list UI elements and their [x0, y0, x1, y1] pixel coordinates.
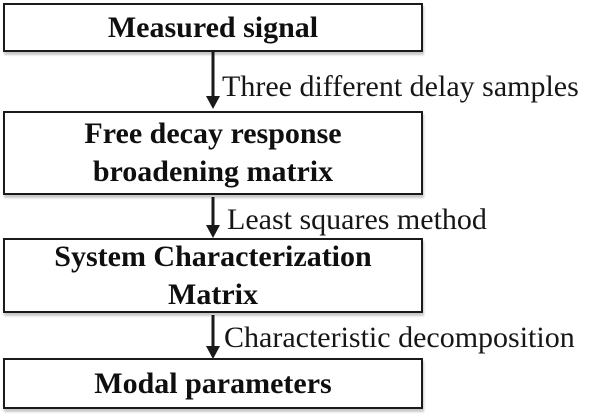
- flow-box-measured-signal: Measured signal: [3, 3, 423, 52]
- arrow-label-delay-samples: Three different delay samples: [222, 70, 579, 103]
- arrow-label-characteristic-decomposition: Characteristic decomposition: [224, 321, 575, 354]
- down-arrow-3: [206, 315, 220, 359]
- flow-box-system-characterization: System Characterization Matrix: [3, 238, 423, 313]
- arrow-label-least-squares: Least squares method: [227, 203, 487, 236]
- flow-box-label: Measured signal: [107, 10, 319, 44]
- down-arrow-1: [206, 52, 220, 109]
- arrow-head-icon: [206, 96, 220, 109]
- flow-box-label: Matrix: [168, 277, 258, 311]
- flow-box-free-decay-response: Free decay response broadening matrix: [3, 111, 423, 195]
- arrow-stem: [211, 52, 215, 100]
- arrow-stem: [211, 197, 215, 229]
- flow-box-label: broadening matrix: [92, 155, 334, 188]
- arrow-stem: [211, 315, 215, 350]
- flow-box-label: System Characterization: [54, 239, 372, 273]
- flow-box-label: Free decay response: [84, 117, 342, 150]
- flow-box-label: Modal parameters: [94, 366, 332, 400]
- arrow-head-icon: [206, 346, 220, 359]
- flow-box-modal-parameters: Modal parameters: [3, 358, 423, 409]
- arrow-head-icon: [206, 225, 220, 238]
- down-arrow-2: [206, 197, 220, 238]
